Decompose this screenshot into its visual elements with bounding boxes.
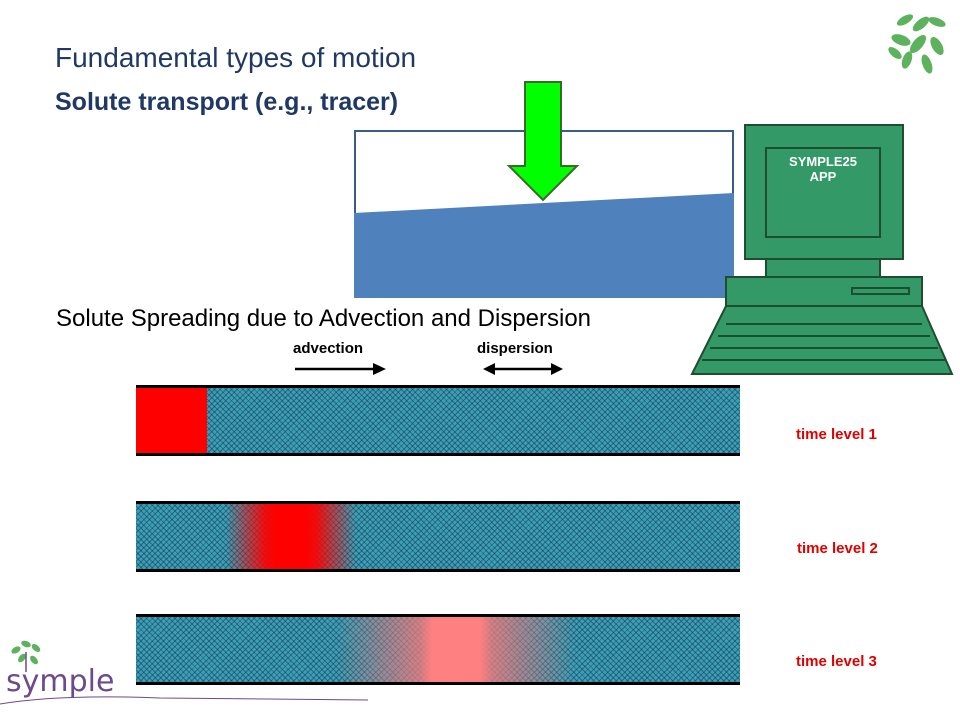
time-level-3-label: time level 3 — [796, 653, 877, 670]
input-arrow-icon — [506, 81, 580, 202]
tube-time-level-1 — [136, 385, 740, 456]
leaf-decoration-icon — [888, 14, 946, 74]
computer-icon — [690, 124, 954, 375]
logo-tree-icon — [11, 640, 41, 672]
tracer-plume-1 — [136, 388, 207, 453]
dispersion-arrow-icon — [483, 363, 563, 375]
slide-subtitle: Solute transport (e.g., tracer) — [55, 88, 399, 116]
screen-text-line2: APP — [809, 169, 837, 184]
tracer-plume-2 — [226, 504, 356, 569]
screen-text: SYMPLE25 APP — [766, 154, 880, 184]
slide-title: Fundamental types of motion — [55, 42, 417, 73]
spreading-title: Solute Spreading due to Advection and Di… — [56, 305, 592, 332]
tube-time-level-3 — [136, 614, 740, 685]
logo-text: symple — [6, 664, 115, 699]
tracer-plume-3 — [336, 617, 576, 682]
time-level-1-label: time level 1 — [796, 426, 877, 443]
tube-time-level-2 — [136, 501, 740, 572]
logo-underline — [0, 696, 369, 705]
time-level-2-label: time level 2 — [797, 540, 878, 557]
advection-arrow-icon — [295, 363, 386, 375]
screen-text-line1: SYMPLE25 — [789, 154, 857, 169]
advection-label: advection — [293, 340, 364, 357]
dispersion-label: dispersion — [477, 340, 553, 357]
water-body — [354, 193, 734, 298]
